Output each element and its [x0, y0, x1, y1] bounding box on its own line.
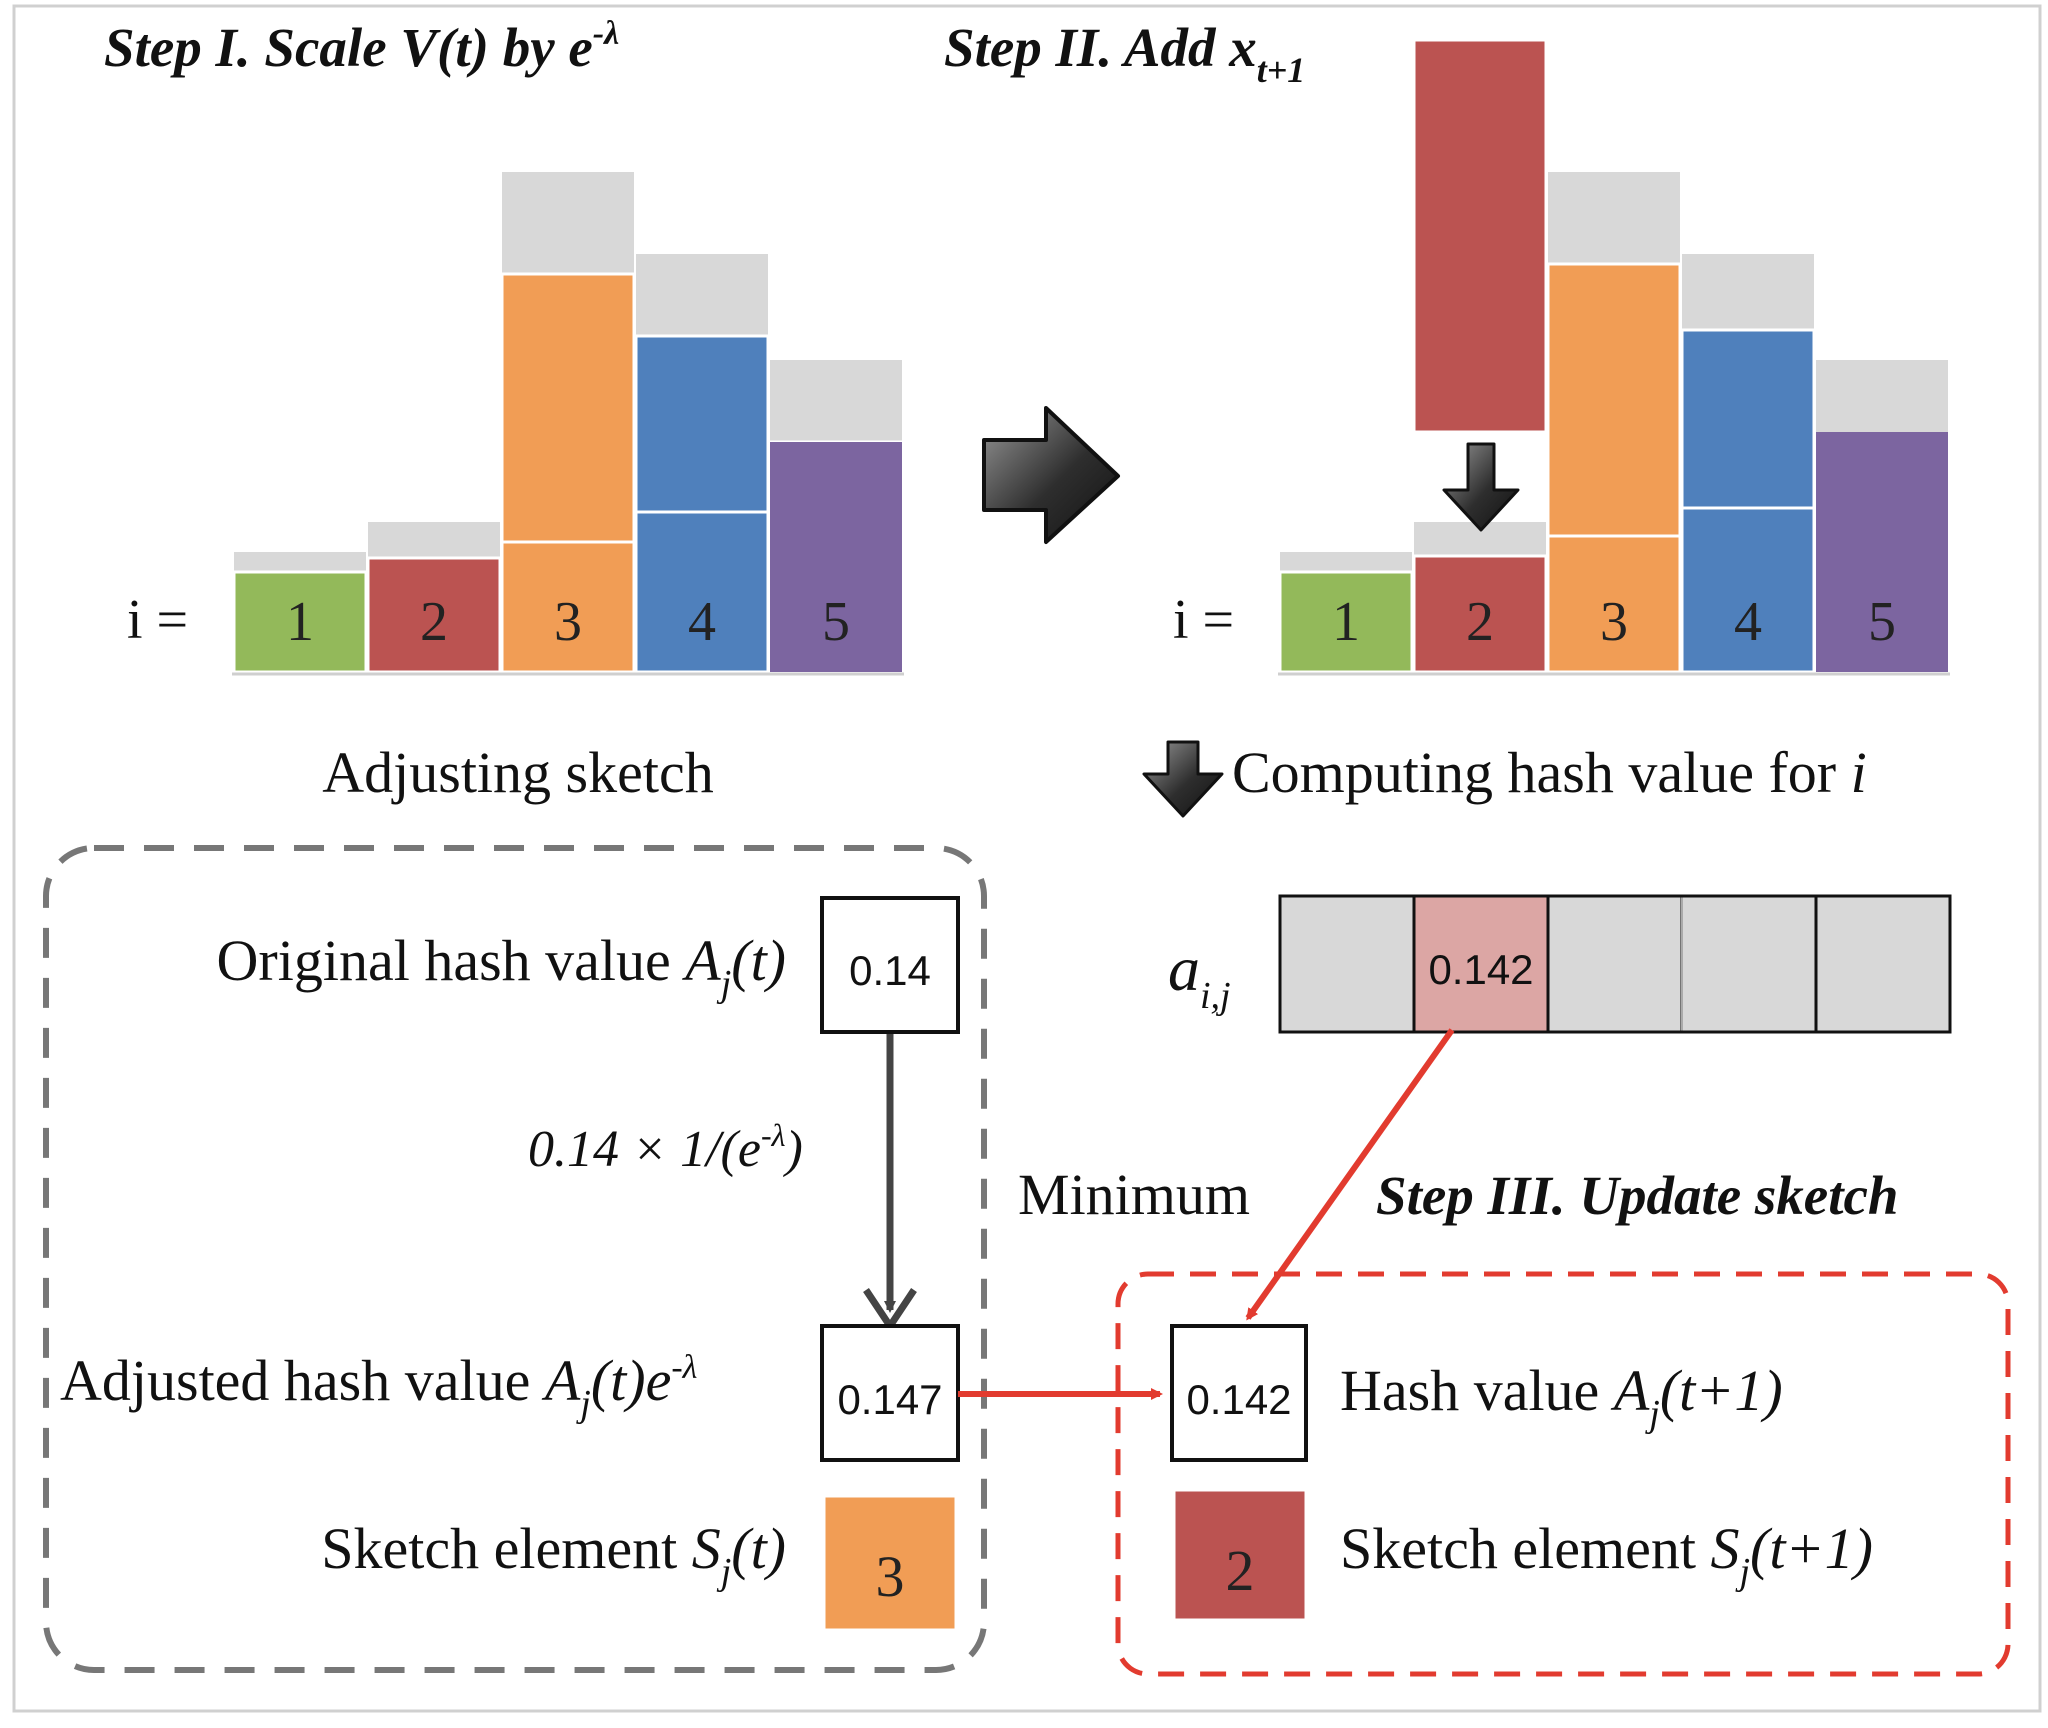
- bar-segment-purple: [1816, 432, 1948, 672]
- cell-4: [634, 510, 770, 674]
- ghost-bar-3: [1548, 172, 1680, 264]
- ghost-bar-5: [770, 360, 902, 442]
- cell-1: [1278, 570, 1414, 674]
- ghost-bar-1: [1280, 552, 1412, 572]
- index-label: i =: [1173, 589, 1234, 651]
- bar-segment-blue: [634, 334, 770, 514]
- hash-array-border: [1278, 894, 1952, 1034]
- index-3: 3: [1600, 591, 1628, 653]
- original-hash-box: [820, 896, 960, 1034]
- incoming-item-block: [1412, 38, 1548, 434]
- adjusted-hash-value: 0.147: [837, 1376, 942, 1423]
- ghost-bar-1: [234, 552, 366, 572]
- ghost-bar-5: [1816, 360, 1948, 432]
- ghost-bar-4: [1682, 254, 1814, 330]
- index-3: 3: [554, 591, 582, 653]
- histogram-step1: i = 1 2 3 4 5: [127, 172, 904, 676]
- bar-segment-blue: [1680, 328, 1816, 510]
- hash-cell-4: [1681, 895, 1817, 1033]
- minimum-label: Minimum: [1018, 1162, 1250, 1227]
- hash-cell-2-value: 0.142: [1428, 946, 1533, 993]
- hash-cell-5: [1814, 894, 1952, 1034]
- new-hash-box: [1170, 1324, 1308, 1462]
- page-frame: [12, 4, 2042, 1713]
- bar-segment-orange: [500, 272, 636, 544]
- index-label: i =: [127, 589, 188, 651]
- step2-title: Step II. Add xt+1: [944, 17, 1305, 90]
- index-4: 4: [1734, 591, 1762, 653]
- computing-hash-label: Computing hash value for i: [1232, 740, 1867, 805]
- new-sketch-element-value: 2: [1226, 1538, 1255, 1603]
- cell-3: [1546, 534, 1682, 674]
- sketch-element-label: Sketch element Sj(t): [321, 1516, 786, 1593]
- step3-title: Step III. Update sketch: [1376, 1165, 1899, 1226]
- scale-formula: 0.14 × 1/(e-λ): [528, 1117, 803, 1178]
- hash-value-array: 0.142: [1278, 894, 1952, 1034]
- cell-5: [770, 442, 902, 672]
- down-arrow-icon: [1142, 740, 1224, 818]
- hash-cell-1: [1278, 894, 1416, 1034]
- old-sketch-element-box: [822, 1494, 958, 1632]
- cell-3: [500, 540, 636, 674]
- minimum-arrow-from-array: [1245, 1028, 1455, 1321]
- adjusting-sketch-label: Adjusting sketch: [322, 740, 713, 805]
- aij-label: ai,j: [1168, 933, 1231, 1017]
- index-1: 1: [1332, 591, 1360, 653]
- new-hash-value: 0.142: [1186, 1376, 1291, 1423]
- ghost-bar-3: [502, 172, 634, 274]
- down-arrow-icon: [1442, 442, 1520, 532]
- new-sketch-element-box: [1172, 1488, 1308, 1622]
- cell-1: [232, 570, 368, 674]
- ghost-bar-4: [636, 254, 768, 336]
- ghost-bar-2: [368, 522, 500, 558]
- old-sketch-element-value: 3: [876, 1544, 905, 1609]
- adjusted-hash-label: Adjusted hash value Aj(t)e-λ: [60, 1348, 697, 1425]
- adjusting-group-border: [43, 845, 987, 1673]
- original-hash-label: Original hash value Aj(t): [217, 928, 786, 1005]
- index-5: 5: [1868, 591, 1896, 653]
- hash-cell-3: [1546, 894, 1684, 1034]
- cell-4: [1680, 506, 1816, 674]
- index-2: 2: [1466, 591, 1494, 653]
- cell-2: [366, 556, 502, 674]
- index-4: 4: [688, 591, 716, 653]
- update-group-border: [1115, 1271, 2011, 1677]
- index-5: 5: [822, 591, 850, 653]
- index-1: 1: [286, 591, 314, 653]
- bar-segment-orange: [1546, 262, 1682, 538]
- new-sketch-element-label: Sketch element Sj(t+1): [1340, 1516, 1873, 1593]
- histogram-step2: i = 1 2 3 4 5: [1173, 38, 1950, 676]
- adjusted-hash-box: [820, 1324, 960, 1462]
- original-hash-value: 0.14: [849, 947, 931, 994]
- step1-title: Step I. Scale V(t) by e-λ: [104, 15, 619, 78]
- new-hash-label: Hash value Aj(t+1): [1340, 1358, 1783, 1435]
- right-arrow-icon: [982, 406, 1120, 544]
- cell-2: [1412, 554, 1548, 674]
- index-2: 2: [420, 591, 448, 653]
